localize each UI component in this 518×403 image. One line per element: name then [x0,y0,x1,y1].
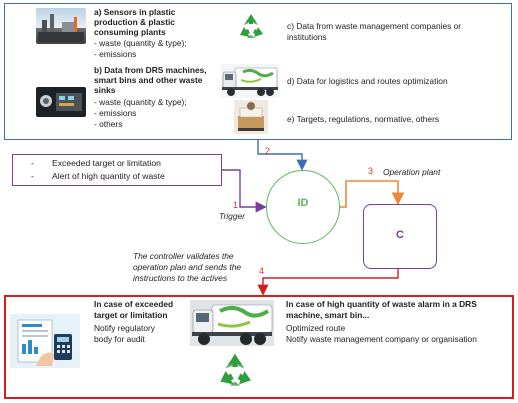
step-4-label: 4 [259,266,265,276]
controller-node [363,204,437,269]
alerts-box [12,154,222,186]
factory-photo [36,8,86,44]
arrow-alerts-to-id [222,169,267,213]
garbage-truck-photo [221,64,279,98]
source-a-title-line2: production & plastic [94,17,175,27]
alert-item-exceeded-target: Exceeded target or limitation [52,158,161,168]
alert-item-high-quantity: Alert of high quantity of waste [52,171,165,181]
source-b-title-line3: sinks [94,85,116,95]
control-panel-icon [40,93,82,111]
outcome-right-body-line1: Optimized route [286,323,346,333]
step-2-label: 2 [265,146,271,156]
source-a-item-emissions: - emissions [94,49,137,59]
garbage-truck-photo-bottom [190,300,274,346]
controller-note-line2: operation plan and sends the [133,262,242,272]
actions-panel [4,295,514,399]
source-d: d) Data for logistics and routes optimiz… [287,76,448,86]
documents-photo [234,100,268,134]
source-b-item-waste: - waste (quantity & type); [94,97,187,107]
source-a-item-waste: - waste (quantity & type); [94,38,187,48]
source-e: e) Targets, regulations, normative, othe… [287,114,440,124]
arrow-c-to-actions [257,269,399,296]
controller-node-label: C [396,229,404,241]
recycle-icon-bottom [220,353,251,386]
source-b-item-others: - others [94,119,123,129]
control-room-photo [36,87,86,117]
outcome-left-body-line2: body for audit [94,334,145,344]
source-c-line2: institutions [287,32,327,42]
outcome-right-title-line1: In case of high quantity of waste alarm … [286,299,477,309]
id-node-label: ID [297,197,309,209]
trigger-label: Trigger [219,211,245,221]
step-3-label: 3 [368,166,374,176]
controller-note-line1: The controller validates the [133,251,234,261]
source-b-title-line1: b) Data from DRS machines, [94,65,207,75]
source-b-title-line2: smart bins and other waste [94,75,203,85]
alert-bullet-2: - [31,171,34,181]
outcome-right-title-line2: machine, smart bin... [286,310,370,320]
outcome-left-title-line1: In case of exceeded [94,299,174,309]
outcome-left-title-line2: target or limitation [94,310,168,320]
outcome-left-body-line1: Notify regulatory [94,323,155,333]
id-node [266,170,340,244]
controller-note-line3: instructions to the actives [133,273,228,283]
arrow-id-to-c [340,180,405,208]
arrow-sources-to-id [257,140,308,171]
source-c-line1: c) Data from waste management companies … [287,21,462,31]
report-illustration [10,314,80,368]
operation-plant-label: Operation plant [383,167,441,177]
factory-icon [38,14,84,42]
alert-bullet-1: - [31,158,34,168]
recycle-icon [240,14,263,38]
data-sources-panel [4,3,512,140]
outcome-right-body-line2: Notify waste management company or organ… [286,334,477,344]
source-a-title-line3: consuming plants [94,27,166,37]
source-b-item-emissions: - emissions [94,108,137,118]
source-a-title-line1: a) Sensors in plastic [94,7,176,17]
step-1-label: 1 [233,200,239,210]
